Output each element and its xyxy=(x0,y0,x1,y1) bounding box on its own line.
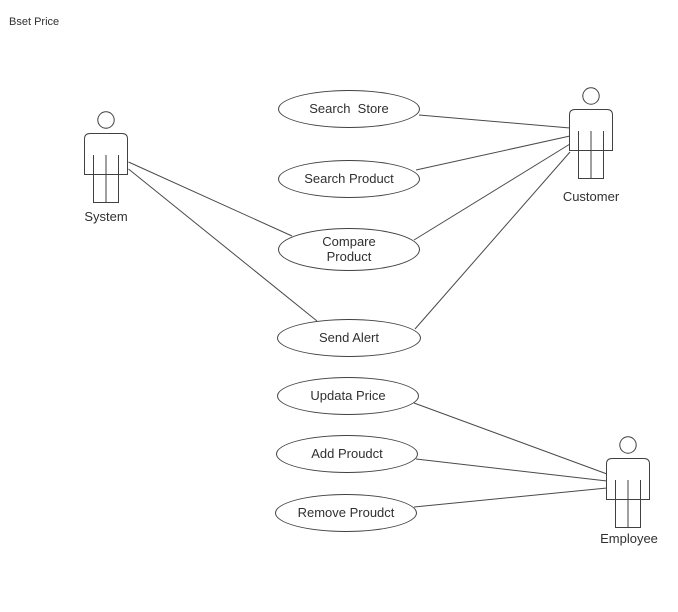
edge-customer-search-product[interactable] xyxy=(415,135,571,171)
actor-system[interactable] xyxy=(84,111,128,203)
usecase-remove-proudct[interactable]: Remove Proudct xyxy=(275,494,417,532)
usecase-updata-price[interactable]: Updata Price xyxy=(277,377,419,415)
usecase-label: Search Product xyxy=(304,170,394,186)
edge-employee-add-proudct[interactable] xyxy=(415,458,608,482)
edge-customer-search-store[interactable] xyxy=(418,114,571,129)
edge-system-compare-product[interactable] xyxy=(128,161,293,237)
edge-customer-compare-product[interactable] xyxy=(413,143,571,241)
person-icon xyxy=(569,87,613,179)
actor-label-customer: Customer xyxy=(562,189,620,204)
actor-label-system: System xyxy=(84,209,128,224)
usecase-label: Updata Price xyxy=(310,387,386,403)
edge-system-send-alert[interactable] xyxy=(128,168,318,322)
actor-employee[interactable] xyxy=(606,436,650,528)
actor-label-employee: Employee xyxy=(600,531,658,546)
usecase-add-proudct[interactable]: Add Proudct xyxy=(276,435,418,473)
usecase-search-product[interactable]: Search Product xyxy=(278,160,420,198)
usecase-label: Send Alert xyxy=(319,329,379,345)
diagram-title: Bset Price xyxy=(9,16,60,28)
person-icon xyxy=(606,436,650,528)
edge-employee-remove-proudct[interactable] xyxy=(413,487,608,508)
usecase-compare-product[interactable]: Compare Product xyxy=(278,228,420,271)
usecase-label: Compare Product xyxy=(322,233,376,264)
person-icon xyxy=(84,111,128,203)
edge-employee-updata-price[interactable] xyxy=(413,402,608,475)
edge-customer-send-alert[interactable] xyxy=(414,151,571,330)
usecase-search-store[interactable]: Search Store xyxy=(278,90,420,128)
usecase-label: Search Store xyxy=(309,100,389,116)
usecase-label: Add Proudct xyxy=(311,445,383,461)
actor-customer[interactable] xyxy=(569,87,613,179)
usecase-label: Remove Proudct xyxy=(297,504,395,520)
usecase-send-alert[interactable]: Send Alert xyxy=(277,319,421,357)
